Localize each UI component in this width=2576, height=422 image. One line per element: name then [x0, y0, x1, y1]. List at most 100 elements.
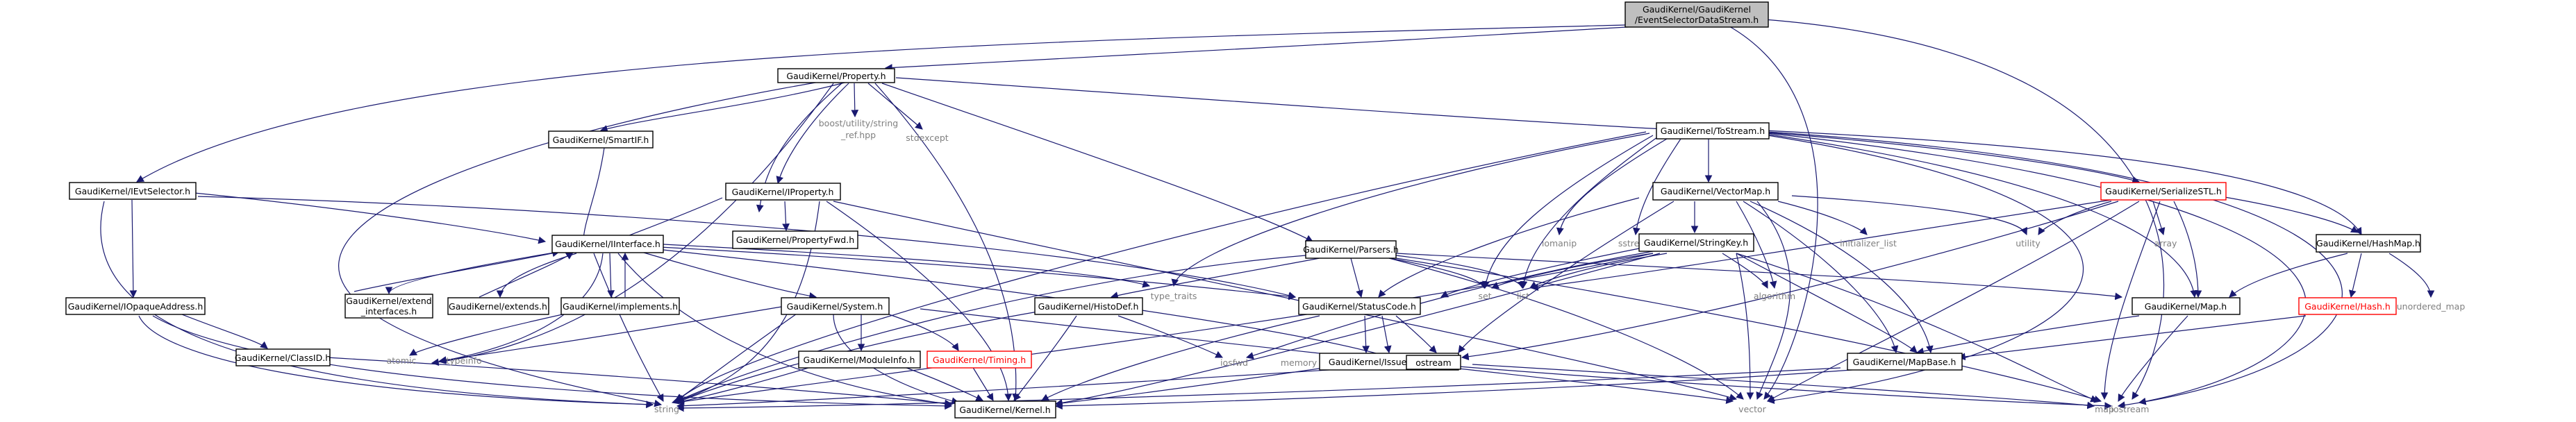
edge-parsers-map — [1395, 258, 2102, 403]
node-propertyfwd-h-label: GaudiKernel/PropertyFwd.h — [736, 235, 854, 245]
node-iproperty-h[interactable]: GaudiKernel/IProperty.h — [725, 183, 841, 201]
node-string[interactable]: string — [654, 404, 679, 414]
edge-iproperty-vector — [833, 201, 1738, 401]
edge-property-typeinfo — [431, 83, 834, 366]
node-typeinfo-label: typeinfo — [446, 355, 481, 366]
edge-issueseverity-iostream — [1458, 366, 2113, 410]
node-property-h[interactable]: GaudiKernel/Property.h — [777, 68, 895, 83]
node-utility[interactable]: utility — [2016, 238, 2041, 248]
node-vectormap-h-label: GaudiKernel/VectorMap.h — [1661, 186, 1770, 196]
node-tostream-h[interactable]: GaudiKernel/ToStream.h — [1656, 122, 1770, 140]
node-serializestl-h-label: GaudiKernel/SerializeSTL.h — [2105, 186, 2222, 196]
node-kernel-h[interactable]: GaudiKernel/Kernel.h — [954, 400, 1056, 419]
node-algorithm[interactable]: algorithm — [1754, 291, 1795, 301]
edge-ievtselector-iopaque — [129, 199, 138, 298]
node-serializestl-h[interactable]: GaudiKernel/SerializeSTL.h — [2100, 182, 2227, 201]
edge-hashmap-unorderedmap — [2388, 253, 2435, 298]
node-classid-h[interactable]: GaudiKernel/ClassID.h — [235, 348, 331, 366]
node-map[interactable]: map — [2095, 404, 2114, 414]
edge-root-ievtselector — [136, 24, 1626, 183]
node-propertyfwd-h[interactable]: GaudiKernel/PropertyFwd.h — [732, 230, 858, 249]
node-implements-h[interactable]: GaudiKernel/implements.h — [560, 297, 680, 315]
edge-vectormap-mapbase — [1743, 201, 1899, 354]
edge-map-h-mapbase — [1916, 315, 2140, 355]
node-array[interactable]: array — [2154, 238, 2177, 248]
edge-tostream-list — [1520, 135, 1661, 289]
node-initializer-list[interactable]: initializer_list — [1840, 238, 1897, 248]
edge-histodef-kernel — [1013, 315, 1077, 401]
edge-vectormap-vector — [1756, 201, 1790, 400]
node-timing-h[interactable]: GaudiKernel/Timing.h — [926, 351, 1032, 369]
node-histodef-h[interactable]: GaudiKernel/HistoDef.h — [1034, 297, 1143, 315]
edge-tostream-string — [676, 131, 1647, 402]
node-list[interactable]: list — [1517, 291, 1529, 301]
node-vector[interactable]: vector — [1738, 404, 1767, 414]
node-iosfwd[interactable]: iosfwd — [1220, 357, 1248, 368]
node-extends-h[interactable]: GaudiKernel/extends.h — [447, 297, 549, 315]
node-moduleinfo-h[interactable]: GaudiKernel/ModuleInfo.h — [798, 351, 921, 369]
node-memory-label: memory — [1281, 357, 1318, 368]
node-iopaque-h[interactable]: GaudiKernel/IOpaqueAddress.h — [65, 297, 206, 315]
node-ievtselector-h[interactable]: GaudiKernel/IEvtSelector.h — [69, 182, 197, 200]
node-set[interactable]: set — [1478, 291, 1491, 301]
node-hashmap-h[interactable]: GaudiKernel/HashMap.h — [2316, 234, 2421, 253]
node-typeinfo[interactable]: typeinfo — [446, 355, 481, 366]
node-iosfwd-label: iosfwd — [1220, 357, 1248, 368]
node-smartif-h-label: GaudiKernel/SmartIF.h — [553, 135, 649, 145]
node-iopaque-h-label: GaudiKernel/IOpaqueAddress.h — [68, 301, 203, 312]
edge-hash-functional — [1957, 315, 2307, 361]
node-boost-label-line1: boost/utility/string — [819, 118, 899, 128]
node-type-traits[interactable]: type_traits — [1151, 291, 1197, 301]
node-map-h[interactable]: GaudiKernel/Map.h — [2132, 297, 2241, 315]
node-interface-h-label: GaudiKernel/IInterface.h — [555, 239, 660, 249]
node-iproperty-h-label: GaudiKernel/IProperty.h — [732, 187, 834, 197]
edge-hashmap-hash — [2348, 253, 2362, 298]
edge-interface-kernel — [617, 253, 953, 408]
edge-hashmap-map-h — [2229, 253, 2348, 298]
node-root-label-line1: GaudiKernel/GaudiKernel — [1643, 4, 1751, 15]
node-atomic[interactable]: atomic — [387, 355, 417, 366]
edge-parsers-vector — [1388, 258, 1744, 400]
edge-serialize-hashmap — [2208, 194, 2359, 233]
node-hash-h[interactable]: GaudiKernel/Hash.h — [2298, 297, 2397, 315]
node-smartif-h[interactable]: GaudiKernel/SmartIF.h — [548, 130, 654, 149]
node-extend-interfaces-h[interactable]: GaudiKernel/extend _interfaces.h — [344, 294, 433, 319]
node-statuscode-h[interactable]: GaudiKernel/StatusCode.h — [1298, 297, 1421, 315]
node-hashmap-h-label: GaudiKernel/HashMap.h — [2316, 238, 2420, 248]
node-stdexcept[interactable]: stdexcept — [906, 133, 948, 143]
node-tostream-h-label: GaudiKernel/ToStream.h — [1661, 126, 1765, 136]
edge-interface-typetraits — [663, 244, 1151, 288]
node-system-h[interactable]: GaudiKernel/System.h — [781, 297, 890, 315]
edge-system-kernel — [833, 314, 960, 405]
edge-issueseverity-kernel — [1054, 366, 1334, 407]
node-parsers-h-label: GaudiKernel/Parsers.h — [1303, 244, 1399, 255]
node-vectormap-h[interactable]: GaudiKernel/VectorMap.h — [1652, 182, 1779, 201]
edge-moduleinfo-string — [676, 364, 820, 405]
node-unordered-map[interactable]: unordered_map — [2397, 301, 2466, 312]
edge-interface-string — [593, 253, 664, 402]
edge-stringkey-map — [1736, 253, 2099, 403]
edge-vectormap-functional — [1750, 201, 1934, 354]
node-interface-h[interactable]: GaudiKernel/IInterface.h — [551, 235, 664, 253]
edge-system-typeinfo — [438, 306, 782, 364]
edge-property-iproperty — [776, 83, 849, 185]
node-boost[interactable]: boost/utility/string _ref.hpp — [819, 118, 899, 140]
node-memory[interactable]: memory — [1281, 357, 1318, 368]
node-root[interactable]: GaudiKernel/GaudiKernel /EventSelectorDa… — [1624, 1, 1769, 28]
edge-root-property — [884, 26, 1640, 71]
node-parsers-h[interactable]: GaudiKernel/Parsers.h — [1303, 240, 1399, 259]
node-iomanip[interactable]: iomanip — [1542, 238, 1577, 248]
node-classid-h-label: GaudiKernel/ClassID.h — [235, 353, 331, 363]
node-extends-h-label: GaudiKernel/extends.h — [449, 301, 547, 312]
node-atomic-label: atomic — [387, 355, 417, 366]
node-iostream-label: iostream — [2111, 404, 2150, 414]
edge-tostream-typetraits — [1171, 133, 1650, 287]
node-ostream[interactable]: ostream — [1406, 355, 1461, 370]
edge-interface-typeinfo — [438, 253, 604, 364]
node-stringkey-h[interactable]: GaudiKernel/StringKey.h — [1638, 233, 1754, 252]
edge-interface-extends — [496, 253, 577, 298]
node-iostream[interactable]: iostream — [2111, 404, 2150, 414]
node-mapbase-h[interactable]: GaudiKernel/MapBase.h — [1847, 353, 1963, 371]
node-root-label-line2: /EventSelectorDataStream.h — [1635, 15, 1759, 25]
